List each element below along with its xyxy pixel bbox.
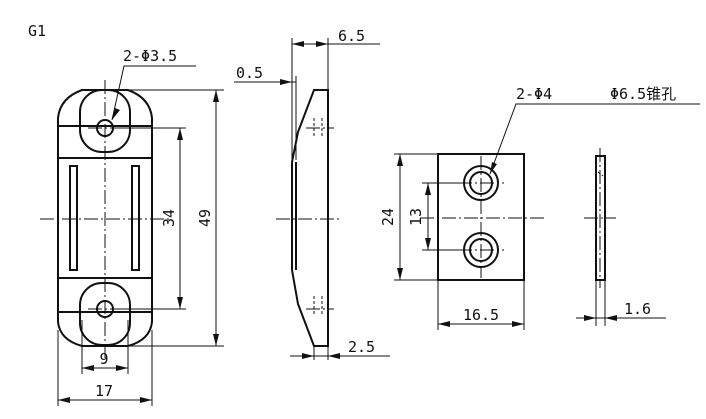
side-thickness-dim: 6.5 [338,27,365,45]
dim-arrow [58,397,70,403]
front-height-dim: 49 [196,209,214,227]
left-slot [69,165,78,271]
dim-arrow [425,238,431,250]
plate-hole-callout: 2-Φ4 [516,85,552,103]
plate-hole-spacing-dim: 13 [407,208,425,226]
front-slot-width-dim: 9 [99,350,108,368]
drawing-title: G1 [28,22,46,40]
dim-arrow [397,154,403,166]
dim-arrow [82,365,94,371]
plate-callout-leader [489,103,700,175]
dim-arrow [116,365,128,371]
plate-countersink-callout: Φ6.5锥孔 [610,85,676,103]
dim-arrow [425,183,431,195]
plate-view: 2-Φ4 Φ6.5锥孔 24 13 16.5 [379,85,700,330]
dim-arrow [512,321,524,327]
dim-arrow [584,315,596,321]
plate-outline [437,153,525,281]
front-hole-spacing-dim: 34 [160,209,178,227]
dim-arrow [605,315,617,321]
dim-arrow [328,353,340,359]
dim-arrow [140,397,152,403]
dim-arrow [292,41,304,47]
hidden-line [597,171,604,177]
dim-arrow [438,321,450,327]
right-slot [131,165,140,271]
dim-arrow [302,353,314,359]
dim-arrow [280,79,292,85]
front-width-dim: 17 [95,382,113,400]
hole-callout-leader [111,65,196,121]
plate-height-dim: 24 [379,208,397,226]
plate-width-dim: 16.5 [463,306,499,324]
leader-arrow [490,162,497,174]
dim-arrow [177,297,183,309]
side-offset-dim: 0.5 [236,64,263,82]
plate-side-view: 1.6 [576,148,666,326]
front-hole-callout: 2-Φ3.5 [123,47,177,65]
dim-arrow [316,41,328,47]
dim-arrow [213,90,219,102]
front-view: 2-Φ3.5 49 34 9 17 [40,47,224,406]
dim-arrow [177,128,183,140]
side-view: 6.5 0.5 2.5 [234,27,390,360]
dim-arrow [397,268,403,280]
leader-arrow [112,108,120,120]
dim-arrow [213,334,219,346]
side-bottom-dim: 2.5 [348,338,375,356]
plate-side-thickness-dim: 1.6 [624,300,651,318]
